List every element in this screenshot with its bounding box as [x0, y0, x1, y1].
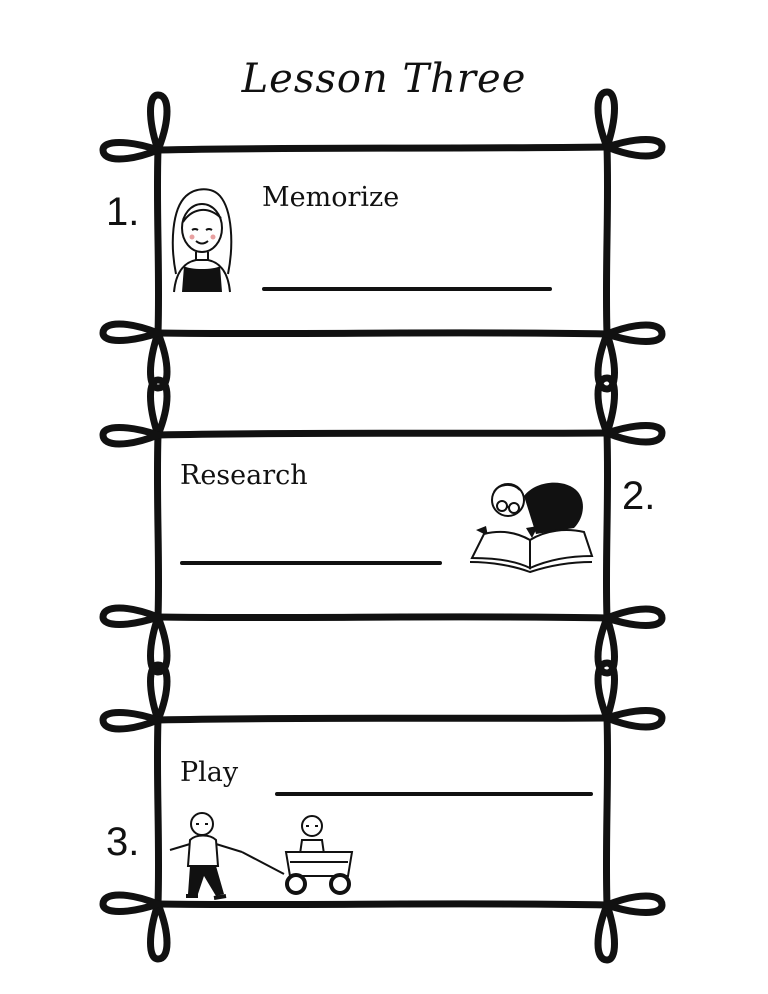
- item-label-memorize: Memorize: [262, 182, 400, 213]
- frame-2: [153, 429, 612, 622]
- kids-with-wagon-icon: [169, 812, 354, 900]
- answer-line-1[interactable]: [262, 287, 552, 291]
- item-label-research: Research: [180, 460, 308, 491]
- item-number-2: 2.: [622, 474, 656, 518]
- girl-portrait-icon: [171, 188, 233, 293]
- worksheet-title: Lesson Three: [241, 56, 527, 102]
- frame-1: [153, 143, 612, 338]
- answer-line-3[interactable]: [275, 792, 593, 796]
- answer-line-2[interactable]: [180, 561, 442, 565]
- item-number-3: 3.: [106, 820, 140, 864]
- frame-3: [153, 714, 612, 909]
- item-number-1: 1.: [106, 190, 140, 234]
- man-reading-book-icon: [469, 482, 594, 574]
- item-label-play: Play: [180, 757, 239, 788]
